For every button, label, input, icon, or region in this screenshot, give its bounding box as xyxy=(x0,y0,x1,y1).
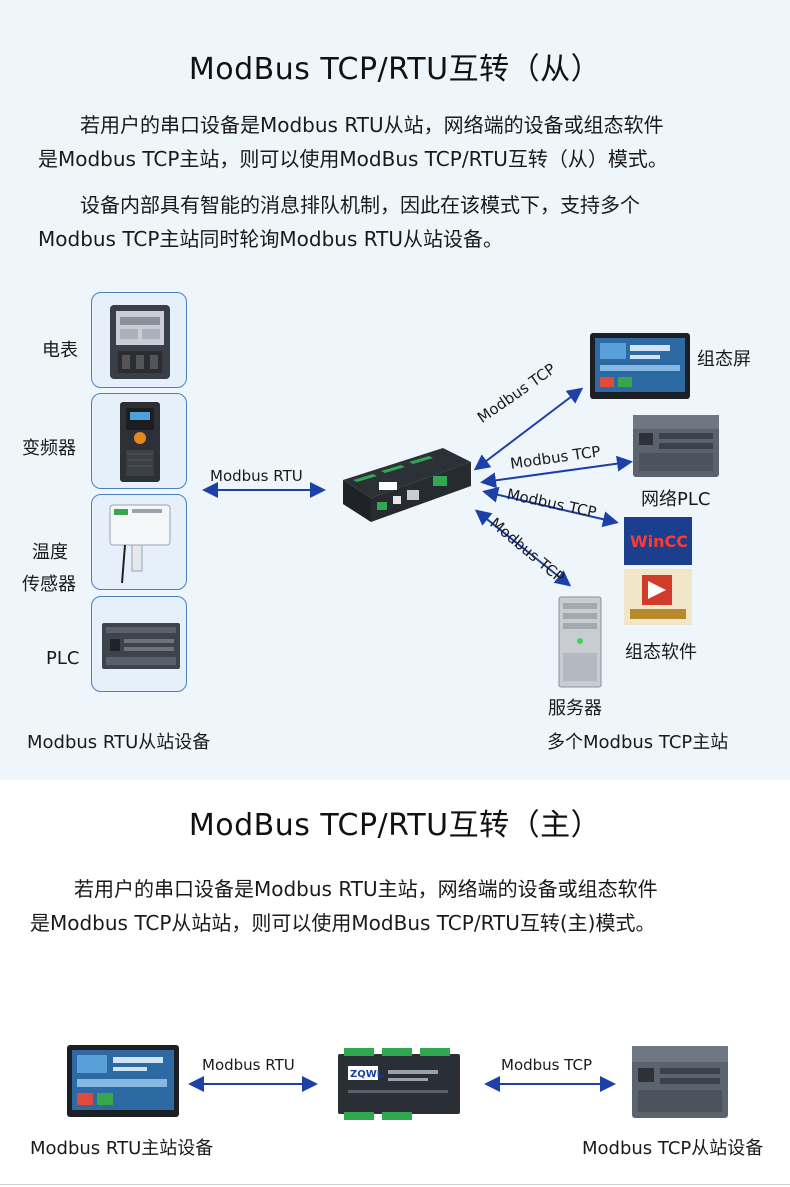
gateway-device xyxy=(333,440,473,534)
network-plc-icon xyxy=(633,415,719,477)
meter-icon xyxy=(110,305,170,379)
server-icon xyxy=(558,596,602,688)
section1-para2-line2: Modbus TCP主站同时轮询Modbus RTU从站设备。 xyxy=(38,227,504,251)
section2-connection-arrows xyxy=(188,1076,616,1092)
plc-label: PLC xyxy=(46,648,80,669)
inverter-device-box xyxy=(91,393,187,489)
section2-para-line1: 若用户的串口设备是Modbus RTU主站，网络端的设备或组态软件 xyxy=(74,877,658,901)
section2-para-line2: 是Modbus TCP从站站，则可以使用ModBus TCP/RTU互转(主)模… xyxy=(30,911,656,935)
server-device xyxy=(557,595,603,693)
tcp-master-caption: 多个Modbus TCP主站 xyxy=(547,732,729,753)
temperature-sensor-label-line1: 温度 xyxy=(32,542,68,563)
hmi-screen-icon xyxy=(67,1045,179,1117)
gateway-front-icon: ZQWL xyxy=(338,1048,460,1120)
tcp-slave-caption: Modbus TCP从站设备 xyxy=(582,1138,764,1159)
network-plc-label: 网络PLC xyxy=(641,489,711,510)
section1-para1-line2: 是Modbus TCP主站，则可以使用ModBus TCP/RTU互转（从）模式… xyxy=(38,147,668,171)
server-label: 服务器 xyxy=(548,698,602,719)
tcp-link-arrow-plc xyxy=(480,455,633,489)
section1-title: ModBus TCP/RTU互转（从） xyxy=(188,52,602,87)
tcp-link-arrow-software xyxy=(482,486,619,528)
scada-software-label: 组态软件 xyxy=(625,642,697,663)
divider xyxy=(0,1184,790,1185)
temperature-sensor-icon xyxy=(109,504,171,584)
temperature-sensor-label-line2: 传感器 xyxy=(22,574,76,595)
gateway-icon xyxy=(343,448,471,522)
tcp-link-label-slave: Modbus TCP xyxy=(501,1056,593,1074)
tcp-link-arrow-server xyxy=(474,509,572,587)
network-plc-device xyxy=(633,407,719,483)
scada-software-device: WinCC xyxy=(624,517,692,631)
tcp-slave-plc-device xyxy=(632,1040,728,1124)
section1-connection-arrows xyxy=(202,387,633,587)
plc-device-box xyxy=(91,596,187,692)
rtu-link-label: Modbus RTU xyxy=(210,467,303,485)
tcp-link-arrow-hmi xyxy=(473,387,584,471)
inverter-icon xyxy=(120,402,160,482)
temperature-sensor-device-box xyxy=(91,494,187,590)
rtu-slave-caption: Modbus RTU从站设备 xyxy=(27,732,211,753)
gateway-brand-text: ZQWL xyxy=(350,1069,384,1080)
inverter-label: 变频器 xyxy=(22,438,76,459)
scada-software-icon: WinCC xyxy=(624,517,692,625)
hmi-screen-label: 组态屏 xyxy=(697,349,751,370)
gateway-device-front: ZQWL xyxy=(338,1048,460,1124)
network-plc-icon xyxy=(632,1046,728,1118)
wincc-logo-text: WinCC xyxy=(630,532,688,551)
rtu-link-label-master: Modbus RTU xyxy=(202,1056,295,1074)
plc-icon xyxy=(102,623,180,669)
section1-para1-line1: 若用户的串口设备是Modbus RTU从站，网络端的设备或组态软件 xyxy=(80,113,664,137)
meter-label: 电表 xyxy=(42,340,78,361)
hmi-screen-icon xyxy=(590,333,690,399)
rtu-master-hmi-device xyxy=(67,1045,179,1121)
section1-para2-line1: 设备内部具有智能的消息排队机制，因此在该模式下，支持多个 xyxy=(80,193,640,217)
section2-title: ModBus TCP/RTU互转（主） xyxy=(188,808,602,843)
rtu-master-caption: Modbus RTU主站设备 xyxy=(30,1138,214,1159)
hmi-screen-device xyxy=(590,333,690,403)
meter-device-box xyxy=(91,292,187,388)
